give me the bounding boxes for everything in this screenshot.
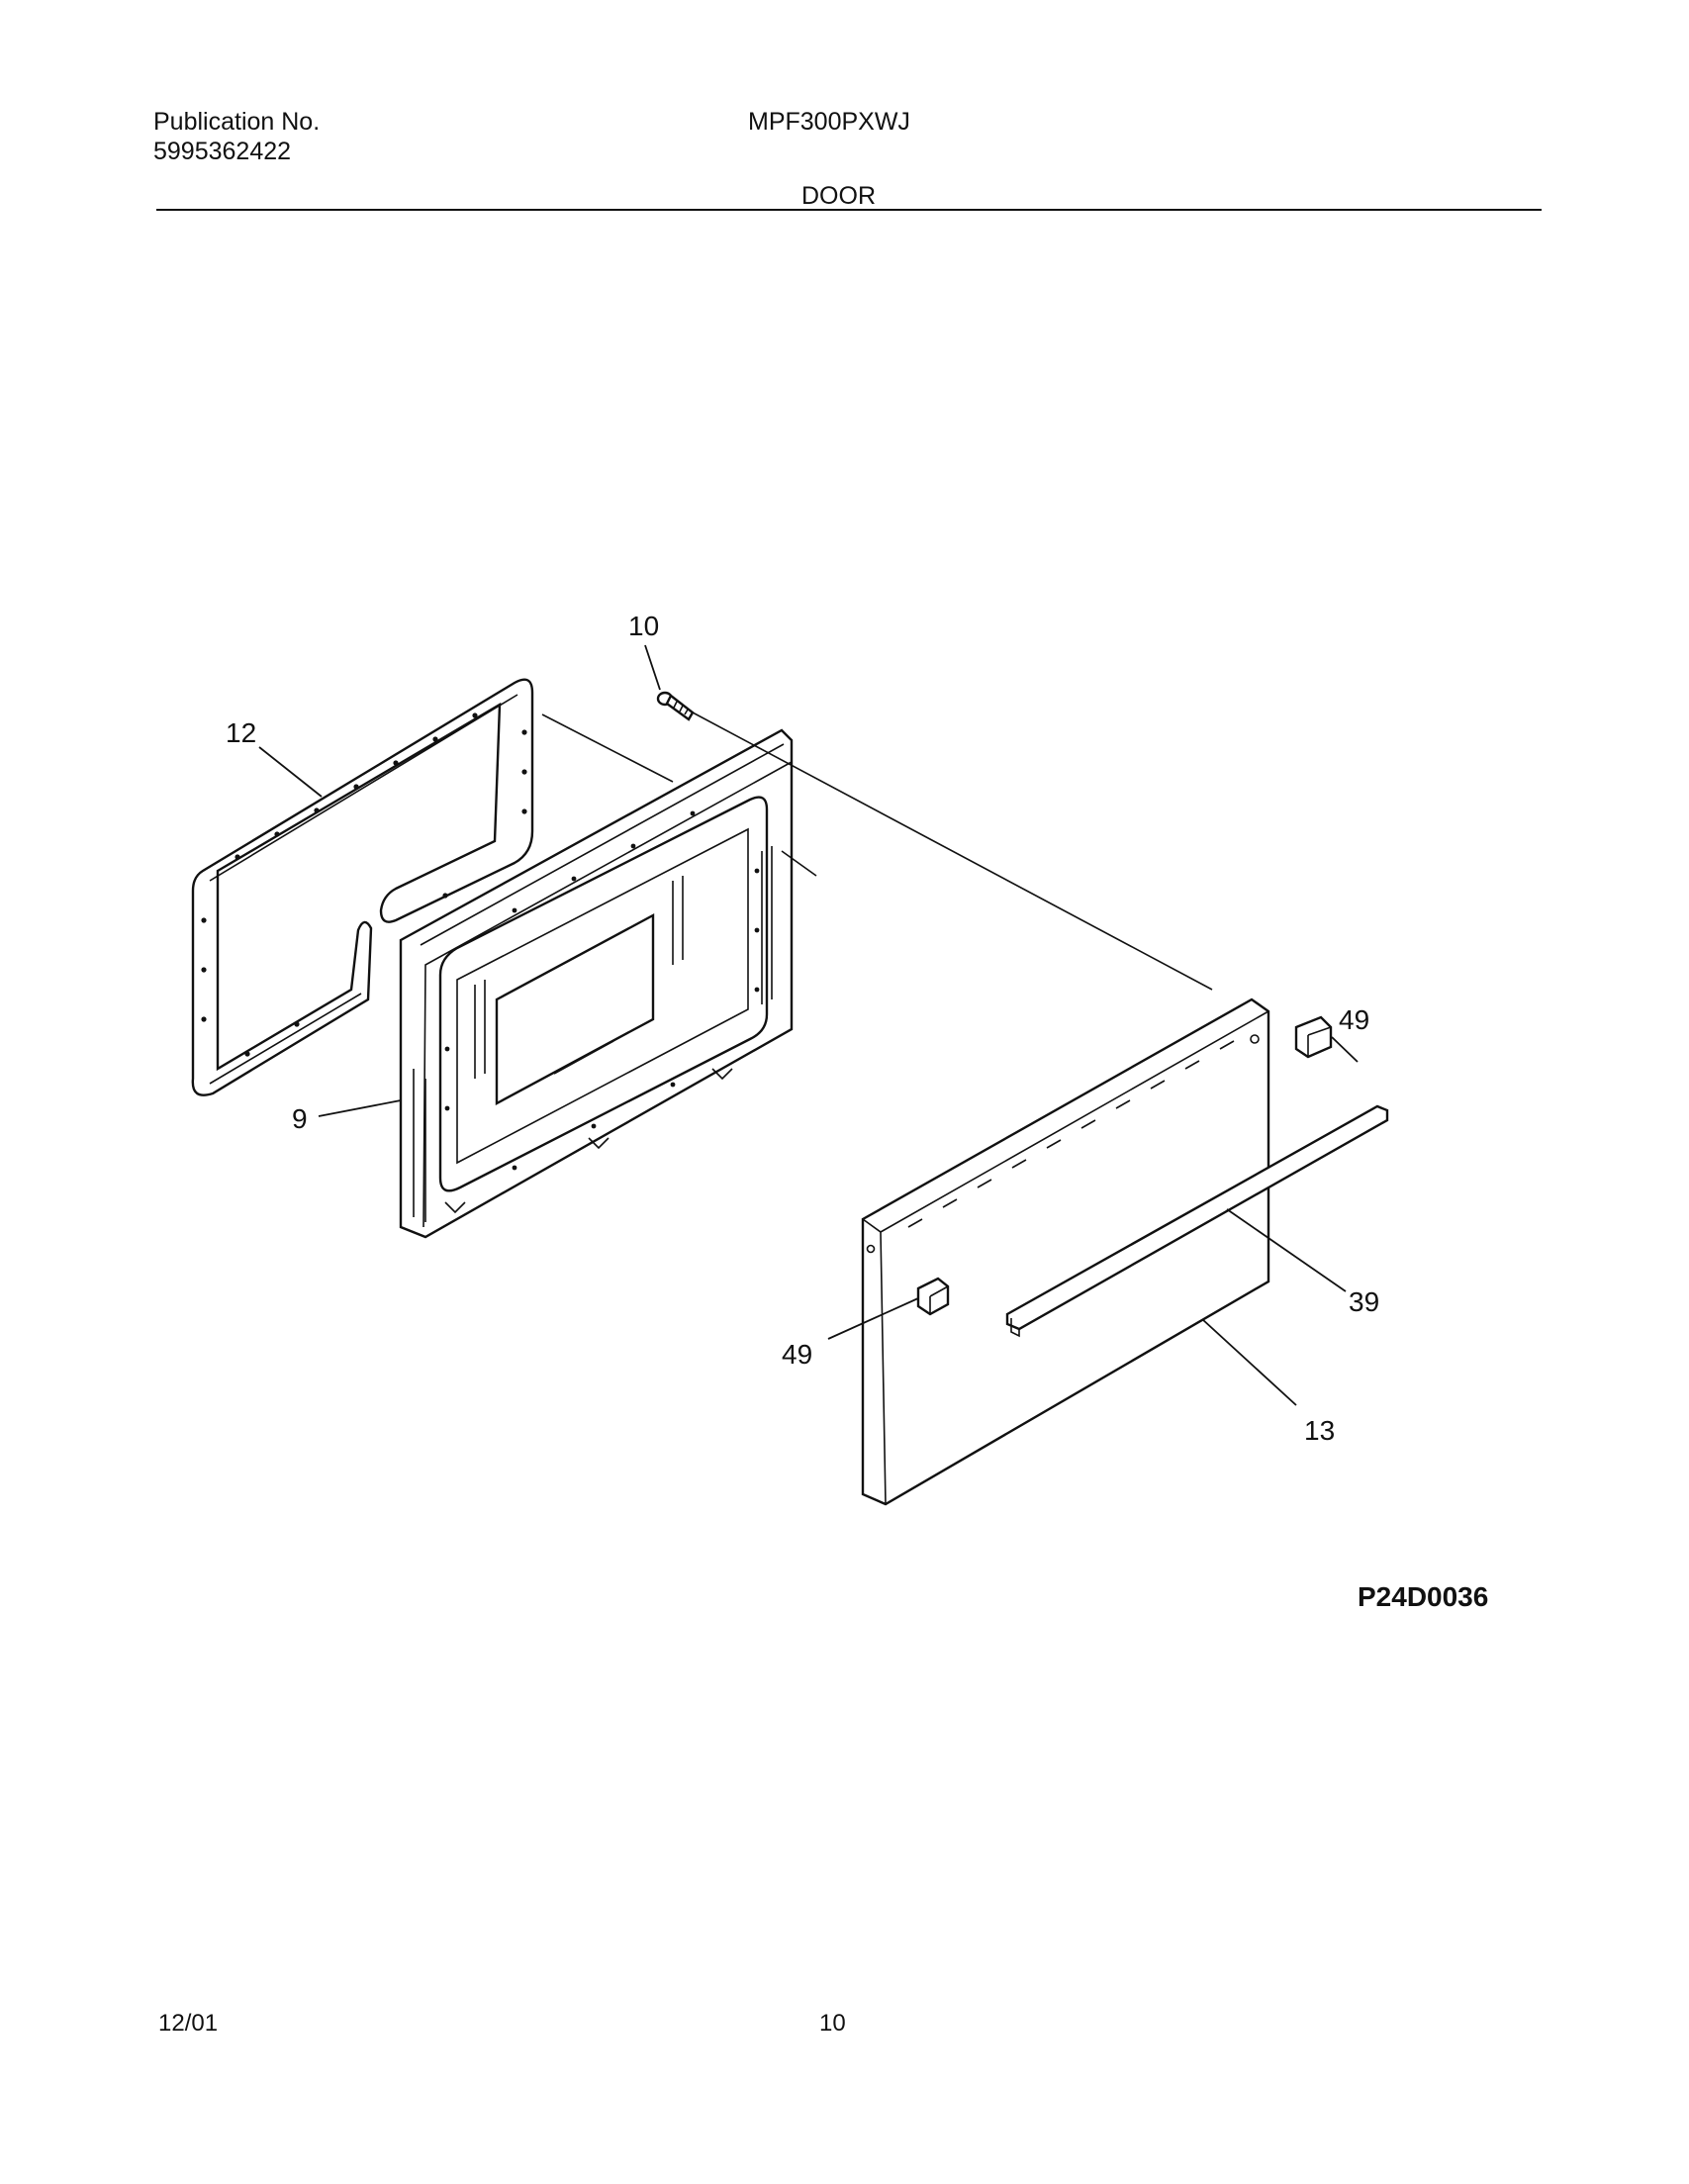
gasket-clips	[201, 712, 527, 1057]
model-number: MPF300PXWJ	[748, 108, 910, 136]
leader-10	[644, 644, 661, 691]
footer-page-number: 10	[819, 2010, 846, 2037]
callout-39: 39	[1349, 1286, 1379, 1317]
panel-vent-slots	[907, 1040, 1235, 1228]
door-handle	[1005, 1104, 1389, 1338]
screw-part	[656, 691, 695, 721]
leader-12	[258, 746, 323, 798]
callout-12: 12	[226, 717, 256, 748]
publication-number: 5995362422	[153, 138, 292, 165]
callout-9: 9	[292, 1103, 308, 1134]
callout-10: 10	[628, 611, 659, 641]
footer-date: 12/01	[158, 2010, 219, 2037]
leader-49-left	[827, 1297, 919, 1340]
assembly-line-liner	[781, 850, 817, 877]
callout-13: 13	[1304, 1415, 1335, 1446]
assembly-line-screw	[692, 712, 1213, 991]
figure-code: P24D0036	[1358, 1581, 1488, 1612]
section-title: DOOR	[801, 182, 876, 210]
door-liner	[399, 728, 794, 1239]
callout-49-left: 49	[782, 1339, 812, 1370]
publication-label: Publication No.	[153, 108, 321, 136]
liner-screws	[444, 810, 760, 1171]
assembly-line-gasket	[541, 713, 674, 783]
leader-39	[1226, 1208, 1347, 1292]
handle-bracket-right	[1294, 1015, 1333, 1059]
handle-bracket-left	[916, 1277, 950, 1316]
callout-49-right: 49	[1339, 1004, 1369, 1035]
leader-49-right	[1331, 1036, 1359, 1063]
header-rule	[156, 209, 1542, 211]
leader-9	[318, 1099, 402, 1117]
outer-door-panel	[861, 997, 1270, 1506]
leader-13	[1201, 1318, 1297, 1406]
door-gasket	[191, 678, 534, 1096]
